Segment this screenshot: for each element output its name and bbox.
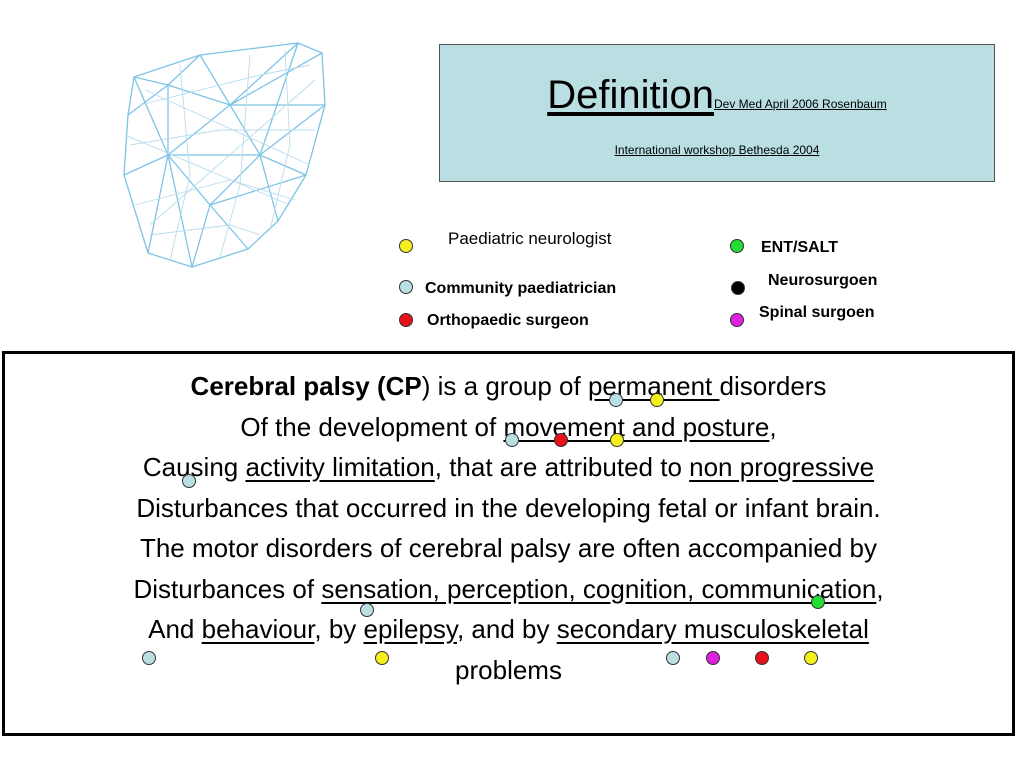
text-fragment: ,: [876, 573, 884, 604]
legend-label-community-paediatrician: Community paediatrician: [425, 280, 617, 297]
legend-dot-spinal-surgoen: [730, 313, 744, 327]
marker-dot-community-paediatrician: [360, 603, 374, 617]
text-fragment: disorders: [719, 371, 827, 401]
definition-box: Cerebral palsy (CP) is a group of perman…: [2, 351, 1015, 736]
legend-dot-community-paediatrician: [399, 280, 413, 294]
term-sensation-list: sensation, perception, cognition, commun…: [321, 573, 877, 604]
legend-label-orthopaedic-surgeon: Orthopaedic surgeon: [427, 312, 589, 329]
term-cerebral-palsy: Cerebral palsy (CP: [190, 371, 422, 401]
marker-dot-ent-salt: [811, 595, 825, 609]
term-movement-posture: movement and posture: [503, 411, 770, 442]
term-behaviour: behaviour: [201, 614, 315, 644]
term-non-progressive: non progressive: [689, 452, 875, 482]
marker-dot-paediatric-neurologist: [610, 433, 624, 447]
definition-line-4: Disturbances that occurred in the develo…: [136, 492, 881, 523]
marker-dot-community-paediatrician: [142, 651, 156, 665]
legend-dot-paediatric-neurologist: [399, 239, 413, 253]
marker-dot-paediatric-neurologist: [650, 393, 664, 407]
text-fragment: Disturbances of: [133, 573, 322, 604]
definition-line-5: The motor disorders of cerebral palsy ar…: [139, 533, 878, 563]
definition-line-8: problems: [455, 654, 562, 685]
wireframe-polyhedron-icon: [123, 42, 326, 268]
marker-dot-community-paediatrician: [666, 651, 680, 665]
marker-dot-spinal-surgoen: [706, 651, 720, 665]
legend-label-neurosurgoen: Neurosurgoen: [768, 272, 878, 289]
title-subtitle: International workshop Bethesda 2004: [614, 143, 820, 157]
marker-dot-orthopaedic-surgeon: [554, 433, 568, 447]
legend-label-ent-salt: ENT/SALT: [761, 239, 839, 256]
text-fragment: And: [148, 614, 202, 644]
marker-dot-paediatric-neurologist: [375, 651, 389, 665]
marker-dot-community-paediatrician: [609, 393, 623, 407]
legend-dot-neurosurgoen: [731, 281, 745, 295]
definition-line-3: Causing activity limitation, that are at…: [5, 447, 1012, 488]
definition-line-2: Of the development of movement and postu…: [5, 407, 1012, 448]
text-fragment: , that are attributed to: [434, 452, 690, 482]
term-epilepsy: epilepsy: [363, 614, 457, 644]
text-fragment: Of the development of: [240, 411, 504, 442]
legend-dot-orthopaedic-surgeon: [399, 313, 413, 327]
definition-line-7: And behaviour, by epilepsy, and by secon…: [5, 609, 1012, 650]
marker-dot-community-paediatrician: [505, 433, 519, 447]
legend-label-spinal-surgoen: Spinal surgoen: [759, 304, 875, 321]
page-title: Definition: [547, 73, 714, 117]
text-fragment: ,: [769, 411, 777, 442]
text-fragment: , by: [314, 614, 364, 644]
term-secondary-musculoskeletal: secondary musculoskeletal: [556, 614, 869, 644]
definition-text: Cerebral palsy (CP) is a group of perman…: [5, 366, 1012, 690]
title-reference: Dev Med April 2006 Rosenbaum: [714, 97, 887, 111]
text-fragment: , and by: [456, 614, 557, 644]
marker-dot-orthopaedic-surgeon: [755, 651, 769, 665]
text-fragment: ) is a group of: [421, 371, 588, 401]
term-activity-limitation: activity limitation: [245, 452, 435, 482]
definition-line-1: Cerebral palsy (CP) is a group of perman…: [5, 366, 1012, 407]
definition-line-6: Disturbances of sensation, perception, c…: [5, 569, 1012, 610]
legend-label-paediatric-neurologist: Paediatric neurologist: [448, 229, 612, 248]
legend-dot-ent-salt: [730, 239, 744, 253]
marker-dot-paediatric-neurologist: [804, 651, 818, 665]
marker-dot-community-paediatrician: [182, 474, 196, 488]
title-box: DefinitionDev Med April 2006 Rosenbaum I…: [439, 44, 995, 182]
